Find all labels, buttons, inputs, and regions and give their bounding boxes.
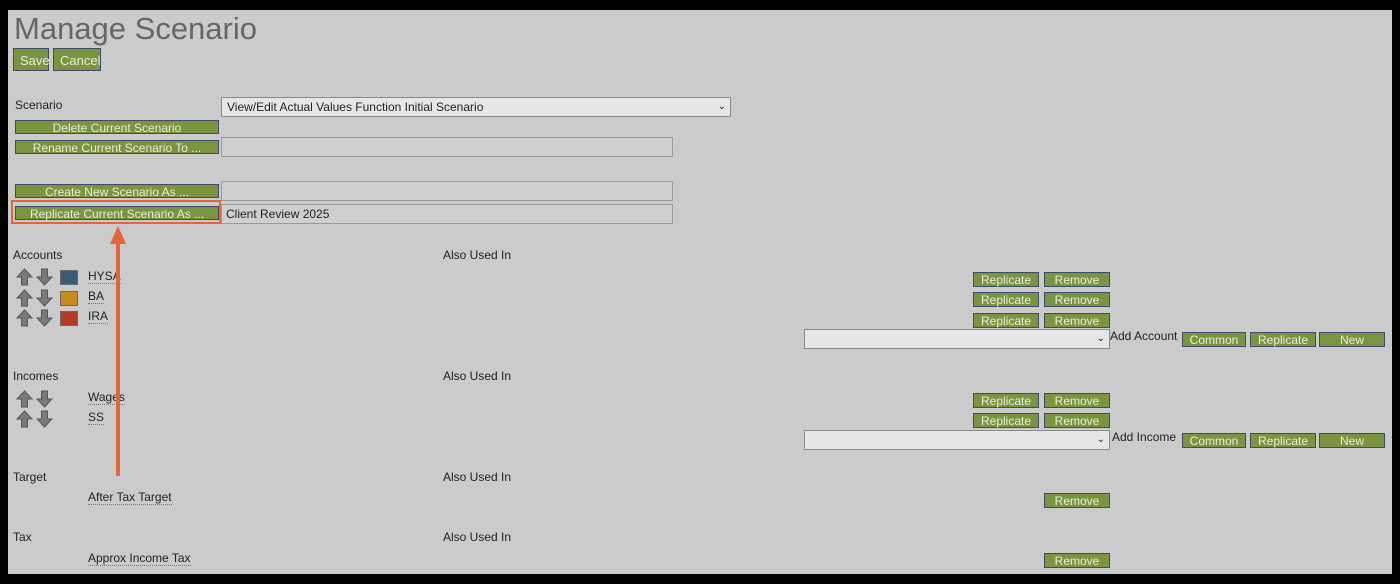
income-name[interactable]: SS xyxy=(88,410,105,425)
scenario-label: Scenario xyxy=(15,98,63,112)
replicate-income-button[interactable]: Replicate xyxy=(973,393,1039,408)
account-color-swatch[interactable] xyxy=(60,270,78,285)
scenario-select[interactable]: View/Edit Actual Values Function Initial… xyxy=(221,97,731,117)
account-color-swatch[interactable] xyxy=(60,291,78,306)
move-down-icon[interactable] xyxy=(36,309,53,327)
add-common-account-button[interactable]: Common xyxy=(1182,332,1246,347)
move-up-icon[interactable] xyxy=(16,309,33,327)
chevron-down-icon: ⌄ xyxy=(1096,333,1105,344)
replicate-income-button[interactable]: Replicate xyxy=(973,413,1039,428)
accounts-also-used-in: Also Used In xyxy=(443,248,512,262)
add-replicate-account-button[interactable]: Replicate xyxy=(1250,332,1316,347)
target-name[interactable]: After Tax Target xyxy=(88,490,172,505)
remove-account-button[interactable]: Remove xyxy=(1044,292,1110,307)
scenario-select-value: View/Edit Actual Values Function Initial… xyxy=(227,100,484,114)
move-down-icon[interactable] xyxy=(36,289,53,307)
replicate-scenario-button[interactable]: Replicate Current Scenario As ... xyxy=(15,206,219,220)
move-up-icon[interactable] xyxy=(16,268,33,286)
rename-scenario-input[interactable] xyxy=(221,137,673,157)
create-scenario-input[interactable] xyxy=(221,181,673,201)
replicate-account-button[interactable]: Replicate xyxy=(973,292,1039,307)
cancel-button[interactable]: Cancel xyxy=(53,48,101,71)
highlight-box xyxy=(11,200,221,224)
incomes-also-used-in: Also Used In xyxy=(443,369,512,383)
remove-income-button[interactable]: Remove xyxy=(1044,413,1110,428)
page-title: Manage Scenario xyxy=(14,11,257,46)
chevron-down-icon: ⌄ xyxy=(717,101,726,112)
add-new-account-button[interactable]: New xyxy=(1319,332,1385,347)
add-common-income-button[interactable]: Common xyxy=(1182,433,1246,448)
delete-scenario-button[interactable]: Delete Current Scenario xyxy=(15,120,219,134)
add-new-income-button[interactable]: New xyxy=(1319,433,1385,448)
remove-tax-button[interactable]: Remove xyxy=(1044,553,1110,568)
remove-account-button[interactable]: Remove xyxy=(1044,272,1110,287)
add-replicate-income-button[interactable]: Replicate xyxy=(1250,433,1316,448)
target-also-used-in: Also Used In xyxy=(443,470,512,484)
remove-income-button[interactable]: Remove xyxy=(1044,393,1110,408)
tax-also-used-in: Also Used In xyxy=(443,530,512,544)
replicate-account-button[interactable]: Replicate xyxy=(973,313,1039,328)
replicate-account-button[interactable]: Replicate xyxy=(973,272,1039,287)
account-name[interactable]: HYSA xyxy=(88,269,121,284)
create-scenario-button[interactable]: Create New Scenario As ... xyxy=(15,184,219,198)
rename-scenario-button[interactable]: Rename Current Scenario To ... xyxy=(15,140,219,154)
move-up-icon[interactable] xyxy=(16,289,33,307)
annotation-arrow-icon xyxy=(110,226,126,476)
add-income-select[interactable]: ⌄ xyxy=(804,430,1110,450)
accounts-heading: Accounts xyxy=(13,248,63,262)
replicate-scenario-input[interactable]: Client Review 2025 xyxy=(221,204,673,224)
tax-heading: Tax xyxy=(13,530,32,544)
remove-target-button[interactable]: Remove xyxy=(1044,493,1110,508)
manage-scenario-page: Manage Scenario Save Cancel Scenario Vie… xyxy=(8,10,1392,574)
save-button[interactable]: Save xyxy=(13,48,50,71)
add-account-select[interactable]: ⌄ xyxy=(804,329,1110,349)
target-heading: Target xyxy=(13,470,47,484)
move-up-icon[interactable] xyxy=(16,410,33,428)
chevron-down-icon: ⌄ xyxy=(1096,434,1105,445)
account-name[interactable]: BA xyxy=(88,289,105,304)
account-name[interactable]: IRA xyxy=(88,309,109,324)
add-income-label: Add Income xyxy=(1112,430,1177,444)
account-color-swatch[interactable] xyxy=(60,311,78,326)
move-down-icon[interactable] xyxy=(36,410,53,428)
move-down-icon[interactable] xyxy=(36,390,53,408)
tax-name[interactable]: Approx Income Tax xyxy=(88,551,191,566)
move-up-icon[interactable] xyxy=(16,390,33,408)
income-name[interactable]: Wages xyxy=(88,390,125,405)
add-account-label: Add Account xyxy=(1110,329,1178,343)
incomes-heading: Incomes xyxy=(13,369,59,383)
move-down-icon[interactable] xyxy=(36,268,53,286)
remove-account-button[interactable]: Remove xyxy=(1044,313,1110,328)
